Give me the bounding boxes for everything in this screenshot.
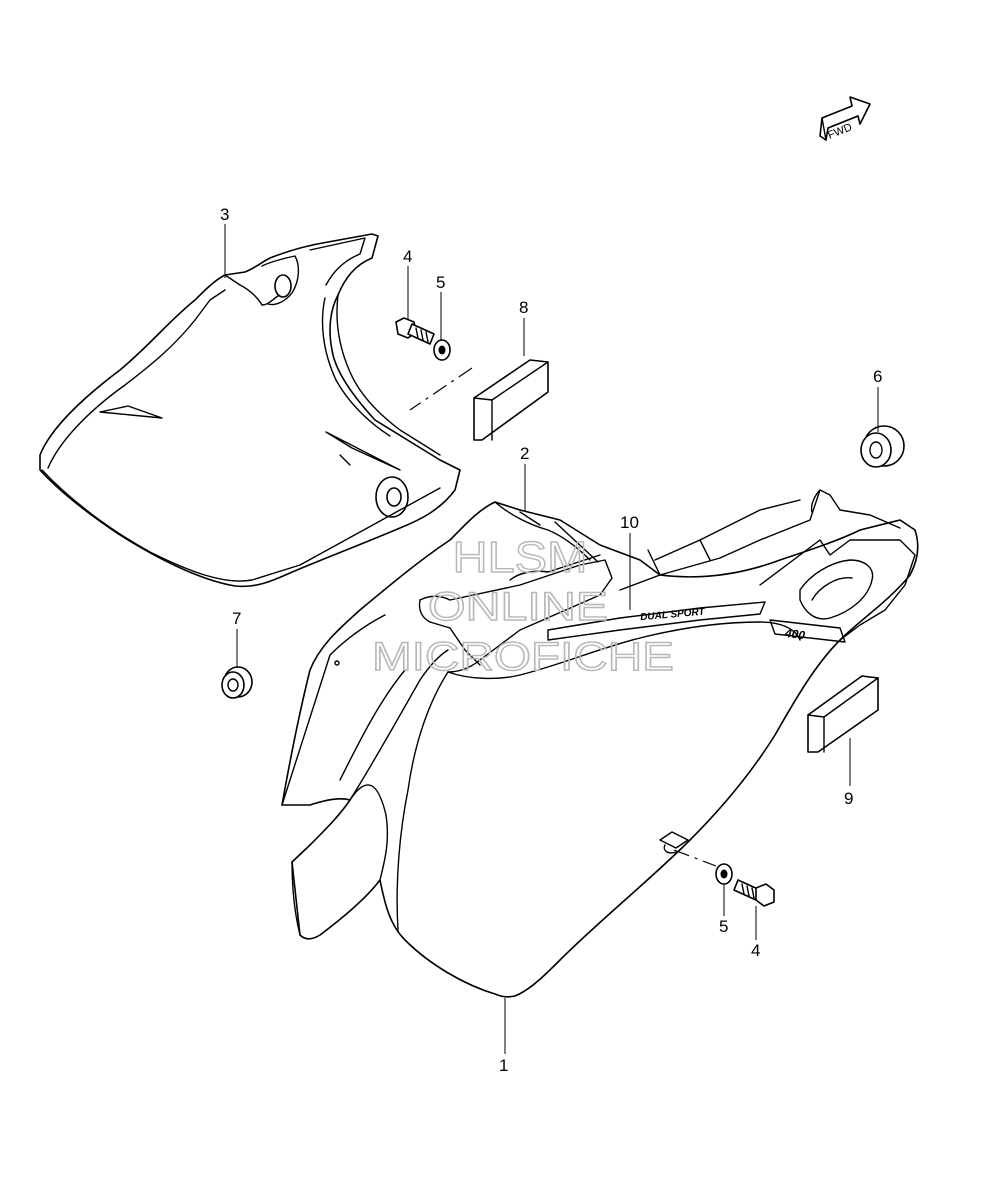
callout-8: 8 [519,298,528,317]
watermark-line-3: MICROFICHE [372,635,674,679]
watermark: HLSM ONLINE MICROFICHE [371,532,674,679]
callout-2: 2 [520,444,529,463]
callout-1: 1 [499,1056,508,1075]
callout-4-lower: 4 [751,941,760,960]
watermark-line-1: HLSM [453,533,588,582]
callout-numbers: 3 4 5 8 6 2 10 7 9 5 4 1 [220,205,882,1075]
bolt-part-4-lower [733,879,775,907]
assembly-line-upper [409,367,473,411]
callout-10: 10 [620,513,639,532]
callout-9: 9 [844,789,853,808]
callout-4-upper: 4 [403,247,412,266]
pad-part-9 [807,675,879,753]
pad-part-8 [473,359,549,441]
bolt-part-4-upper [395,317,435,345]
frame-cover-part-3 [39,233,461,588]
decal-model-text: 400 [783,626,806,643]
side-cover-part-1: DUAL SPORT 400 [281,489,919,998]
fwd-arrow-icon: FWD [819,96,871,142]
leader-lines [224,224,879,1054]
washer-part-5-upper [433,339,451,361]
callout-5-upper: 5 [436,273,445,292]
watermark-line-2: ONLINE [428,585,608,629]
grommet-part-6 [860,425,905,468]
grommet-part-7 [221,666,253,699]
callout-7: 7 [232,609,241,628]
assembly-line-lower [673,849,717,867]
callout-3: 3 [220,205,229,224]
callout-5-lower: 5 [719,917,728,936]
callout-6: 6 [873,367,882,386]
washer-part-5-lower [715,863,733,885]
